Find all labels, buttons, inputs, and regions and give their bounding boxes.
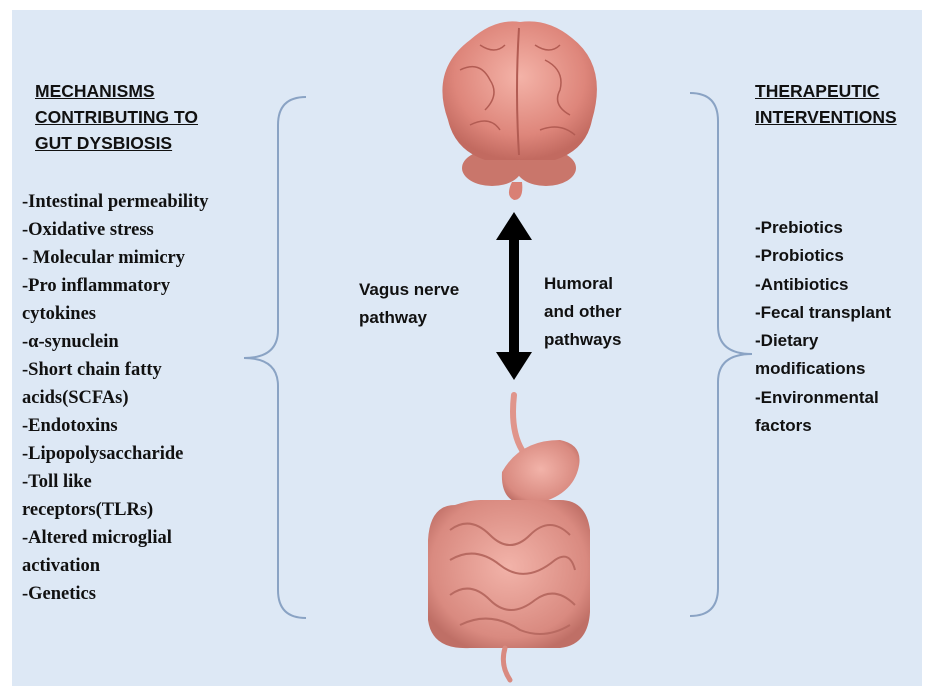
double-headed-arrow (496, 212, 532, 380)
brain-illustration (442, 21, 597, 200)
left-brace (244, 97, 306, 618)
gut-illustration (428, 395, 590, 680)
right-brace (690, 93, 752, 616)
